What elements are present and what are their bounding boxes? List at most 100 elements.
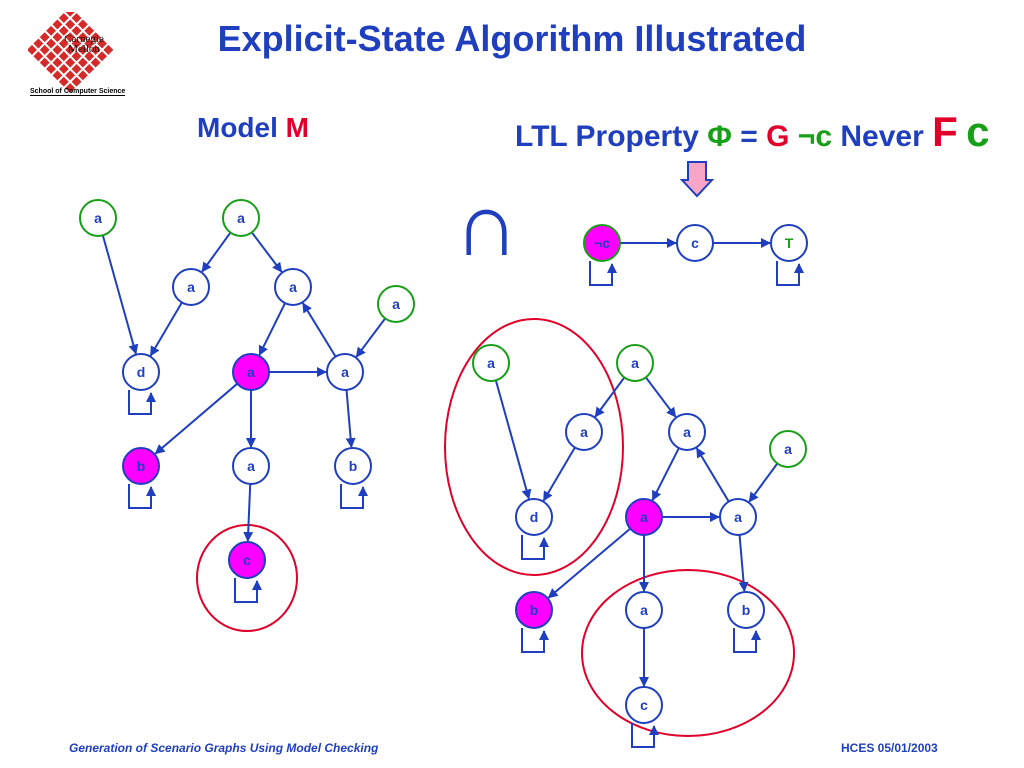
model_graph-node-label: c	[243, 552, 251, 568]
slide-title: Explicit-State Algorithm Illustrated	[217, 18, 807, 59]
model_graph-node-circle	[326, 353, 364, 391]
product_graph-selfloop-p12	[631, 723, 659, 748]
product_graph-node-label: a	[640, 602, 648, 618]
model_graph-node-m3: a	[172, 268, 210, 306]
cmu-logo: Carnegie Mellon	[27, 6, 118, 100]
model_graph-edge-m5-m8	[355, 317, 387, 358]
logo-cell	[71, 76, 82, 87]
model_graph-node-circle	[232, 447, 270, 485]
logo-cell	[90, 57, 101, 68]
model_graph-node-m1: a	[79, 199, 117, 237]
ltl-c: c	[966, 108, 990, 155]
logo-cell	[77, 19, 88, 30]
product_graph-node-label: a	[784, 441, 792, 457]
logo-cell	[71, 38, 82, 49]
model_graph-edge-m3-m6	[149, 302, 183, 357]
logo-cell	[97, 51, 107, 62]
product_graph-edge-p4-p7	[651, 447, 680, 501]
model_graph-node-m11: b	[334, 447, 372, 485]
model_graph-node-label: a	[289, 279, 297, 295]
product_graph-node-p11: b	[727, 591, 765, 629]
product_graph-edge-p8-p11	[738, 534, 749, 593]
automaton-node-label: ¬c	[594, 235, 610, 251]
automaton-node-q3: T	[770, 224, 808, 262]
product_graph-node-p2: a	[616, 344, 654, 382]
product_graph-node-p6: d	[515, 498, 553, 536]
model_graph-node-label: a	[187, 279, 195, 295]
product_graph-node-label: a	[631, 355, 639, 371]
logo-text: Carnegie Mellon	[64, 33, 104, 55]
product_graph-node-p10: a	[625, 591, 663, 629]
product_graph-edge-p7-p9	[547, 527, 631, 599]
model-label-text: Model	[197, 112, 278, 143]
logo-cell	[39, 32, 50, 43]
product_graph-node-circle	[625, 686, 663, 724]
model_graph-edge-m4-m7	[258, 302, 286, 356]
product_graph-node-label: d	[530, 509, 539, 525]
product_graph-edge-p5-p8	[748, 462, 779, 503]
model_graph-node-label: a	[341, 364, 349, 380]
logo-cell	[71, 25, 82, 36]
product_graph-node-circle	[625, 498, 663, 536]
footer-right: HCES 05/01/2003	[841, 741, 938, 755]
model_graph-node-label: d	[137, 364, 146, 380]
ltl-never: Never	[840, 120, 924, 153]
ltl-property: LTL Property Φ = G ¬c Never F c	[515, 108, 989, 156]
model_graph-edge-m2-m4	[251, 231, 283, 273]
model_graph-node-circle	[274, 268, 312, 306]
product_graph-edge-p2-p3	[594, 376, 626, 418]
logo-cell	[52, 32, 63, 43]
automaton-node-q2: c	[676, 224, 714, 262]
logo-cell	[77, 44, 88, 55]
model_graph-node-label: b	[137, 458, 146, 474]
down-arrow-icon	[679, 161, 715, 198]
model_graph-node-m12: c	[228, 541, 266, 579]
product_graph-node-p4: a	[668, 413, 706, 451]
product_graph-node-circle	[625, 591, 663, 629]
product_graph-node-circle	[719, 498, 757, 536]
model_graph-node-circle	[172, 268, 210, 306]
model_graph-node-m5: a	[377, 285, 415, 323]
model_graph-node-circle	[228, 541, 266, 579]
logo-cell	[58, 51, 69, 62]
logo-cell	[52, 57, 63, 68]
logo-cell	[46, 64, 57, 74]
product_graph-node-circle	[472, 344, 510, 382]
automaton-node-q1: ¬c	[583, 224, 621, 262]
model_graph-node-label: b	[349, 458, 358, 474]
model_graph-edge-m8-m11	[345, 389, 356, 449]
product_graph-node-label: a	[640, 509, 648, 525]
model_graph-edge-m10-m12	[243, 483, 254, 543]
model_graph-node-label: a	[247, 458, 255, 474]
logo-cell	[46, 38, 57, 49]
logo-cell	[46, 51, 57, 62]
logo-cell	[77, 70, 88, 81]
ltl-eq: =	[740, 120, 758, 153]
automaton-selfloop-q3	[776, 261, 804, 286]
automaton-node-circle	[770, 224, 808, 262]
model_graph-node-circle	[232, 353, 270, 391]
model_graph-selfloop-m12	[234, 578, 262, 603]
automaton-selfloop-q1	[589, 261, 617, 286]
product_graph-node-p9: b	[515, 591, 553, 629]
logo-subtext: School of Computer Science	[30, 88, 126, 96]
logo-cell	[84, 51, 95, 62]
ltl-F: F	[932, 108, 958, 155]
product_graph-node-circle	[515, 498, 553, 536]
model_graph-edge-m2-m3	[201, 231, 232, 273]
model_graph-node-circle	[222, 199, 260, 237]
product_graph-node-label: a	[580, 424, 588, 440]
logo-cell	[71, 64, 82, 74]
intersection-symbol: ∩	[454, 175, 519, 275]
logo-cell	[77, 57, 88, 68]
product_graph-selfloop-p11	[733, 628, 761, 653]
product_graph-node-label: a	[683, 424, 691, 440]
product-bottom-region	[581, 569, 795, 737]
product_graph-node-p8: a	[719, 498, 757, 536]
product_graph-node-circle	[727, 591, 765, 629]
automaton-node-circle	[676, 224, 714, 262]
model_graph-node-m10: a	[232, 447, 270, 485]
automaton-node-label: c	[691, 235, 699, 251]
model_graph-selfloop-m6	[128, 390, 156, 415]
